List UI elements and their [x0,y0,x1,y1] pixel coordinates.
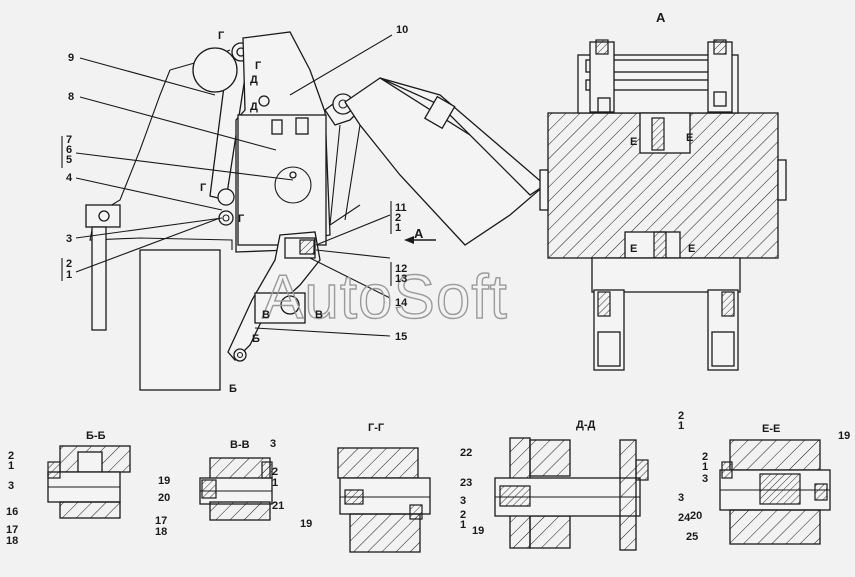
callout-5: 5 [66,154,72,166]
bb-callout-18: 18 [6,535,18,547]
ee-callout-20: 20 [690,510,702,522]
dd-callout-3: 3 [678,492,684,504]
gg-callout-23: 23 [460,477,472,489]
vv-callout-18: 18 [155,526,167,538]
section-title-ee: Е-Е [762,423,780,435]
gg-callout-3: 3 [460,495,466,507]
callout-2: 2 [66,258,72,270]
vv-callout-19: 19 [158,475,170,487]
bb-callout-2: 2 [8,450,14,462]
cut-mark-b-bottom: Б [229,383,237,395]
dd-callout-19: 19 [472,525,484,537]
cut-mark-g-right: Г [238,213,245,225]
callout-labels: А А 10 9 8 7 6 5 4 3 2 1 11 2 1 12 13 14… [6,10,850,547]
callout-13: 13 [395,273,407,285]
bb-callout-17: 17 [6,524,18,536]
vv-callout-1: 1 [272,477,278,489]
bb-callout-1: 1 [8,460,14,472]
cut-mark-v-right: В [315,309,323,321]
vv-callout-20: 20 [158,492,170,504]
callout-3: 3 [66,233,72,245]
callout-7: 7 [66,134,72,146]
section-title-gg: Г-Г [368,422,385,434]
arrow-a-label: А [414,226,424,241]
dd-callout-1: 1 [678,420,684,432]
view-a [539,39,787,371]
vv-callout-2: 2 [272,466,278,478]
gg-callout-1: 1 [460,519,466,531]
callout-12: 12 [395,263,407,275]
ee-callout-25: 25 [686,531,698,543]
section-title-dd: Д-Д [576,419,595,431]
cut-mark-b-top: Б [252,333,260,345]
gg-callout-2: 2 [460,509,466,521]
callout-11: 11 [395,202,407,214]
cut-mark-g-top2: Г [255,60,262,72]
callout-1b: 1 [395,222,401,234]
watermark: AutoSoft [262,263,508,332]
cut-mark-e-1: Е [630,136,637,148]
bb-callout-3: 3 [8,480,14,492]
section-title-bb: Б-Б [86,430,106,442]
ee-callout-3: 3 [702,473,708,485]
cut-mark-g-left: Г [200,182,207,194]
dd-callout-24: 24 [678,512,691,524]
vv-callout-17: 17 [155,515,167,527]
gg-callout-19: 19 [300,518,312,530]
leader-lines [61,34,393,286]
callout-1: 1 [66,269,72,281]
section-dd [494,437,649,551]
callout-14: 14 [395,297,408,309]
callout-6: 6 [66,144,72,156]
bb-callout-16: 16 [6,506,18,518]
section-gg [337,447,431,553]
ee-callout-1: 1 [702,461,708,473]
callout-2b: 2 [395,212,401,224]
dd-callout-2: 2 [678,410,684,422]
main-view [85,31,547,391]
cut-mark-d-bottom: Д [250,101,258,113]
cut-mark-e-2: Е [686,132,693,144]
cut-mark-e-4: Е [688,243,695,255]
gg-callout-22: 22 [460,447,472,459]
callout-10: 10 [396,24,408,36]
section-bb [47,445,131,519]
cut-mark-e-3: Е [630,243,637,255]
callout-15: 15 [395,331,407,343]
callout-8: 8 [68,91,74,103]
cut-mark-v-left: В [262,309,270,321]
cut-mark-g-top: Г [218,30,225,42]
section-title-vv: В-В [230,439,250,451]
vv-callout-21: 21 [272,500,284,512]
vv-callout-3: 3 [270,438,276,450]
ee-callout-2: 2 [702,451,708,463]
ee-callout-19: 19 [838,430,850,442]
callout-4: 4 [66,172,73,184]
view-a-label: А [656,10,666,25]
section-ee [719,439,831,545]
callout-9: 9 [68,52,74,64]
section-vv [199,457,273,521]
cut-mark-d-top: Д [250,74,258,86]
